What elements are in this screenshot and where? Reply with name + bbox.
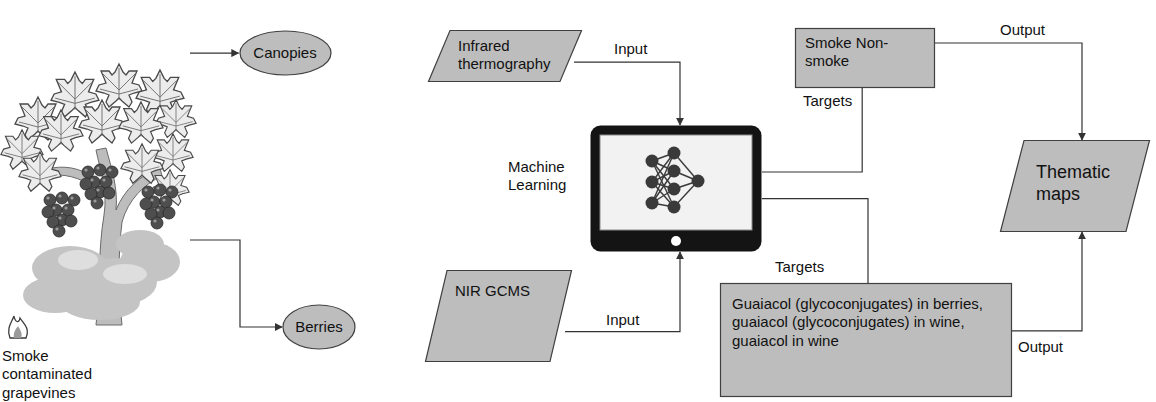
machine-learning-node: Machine Learning <box>508 125 762 252</box>
node-text: Infrared thermography <box>458 37 572 74</box>
connector <box>1012 232 1082 331</box>
input-parallelogram: Infrared thermography <box>428 30 582 82</box>
node-text: Berries <box>295 318 343 336</box>
tablet-neural-net-icon <box>590 125 762 252</box>
connector <box>190 240 282 327</box>
edge-label: Targets <box>803 92 852 110</box>
connector <box>762 88 862 172</box>
connector <box>190 52 239 53</box>
target-box: Smoke Non-smoke <box>795 28 935 88</box>
node-text: Smoke contaminated grapevines <box>2 347 114 402</box>
input-parallelogram: NIR GCMS <box>425 270 572 362</box>
node-text: NIR GCMS <box>455 282 562 300</box>
edge-label: Input <box>606 311 639 329</box>
edge-label: Targets <box>775 258 824 276</box>
node-text: Guaiacol (glycoconjugates) in berries, g… <box>732 295 1000 350</box>
edge-label: Output <box>1000 21 1045 39</box>
node-text: Smoke Non-smoke <box>805 34 897 71</box>
connector <box>935 43 1082 140</box>
grapevine-node: Smoke contaminated grapevines <box>0 0 190 402</box>
target-box: Guaiacol (glycoconjugates) in berries, g… <box>720 283 1012 397</box>
node-text: Thematic maps <box>1036 162 1140 206</box>
edge-label: Input <box>614 40 647 58</box>
node-text: Canopies <box>253 44 316 62</box>
grapevine-illustration <box>0 0 200 402</box>
edge-label: Output <box>1018 338 1063 356</box>
berries-ellipse: Berries <box>282 304 356 350</box>
output-parallelogram: Thematic maps <box>1000 140 1150 232</box>
connector <box>565 252 680 332</box>
node-text: Machine Learning <box>508 158 586 195</box>
canopies-ellipse: Canopies <box>239 30 332 76</box>
connector <box>574 62 680 125</box>
connector <box>762 199 868 283</box>
